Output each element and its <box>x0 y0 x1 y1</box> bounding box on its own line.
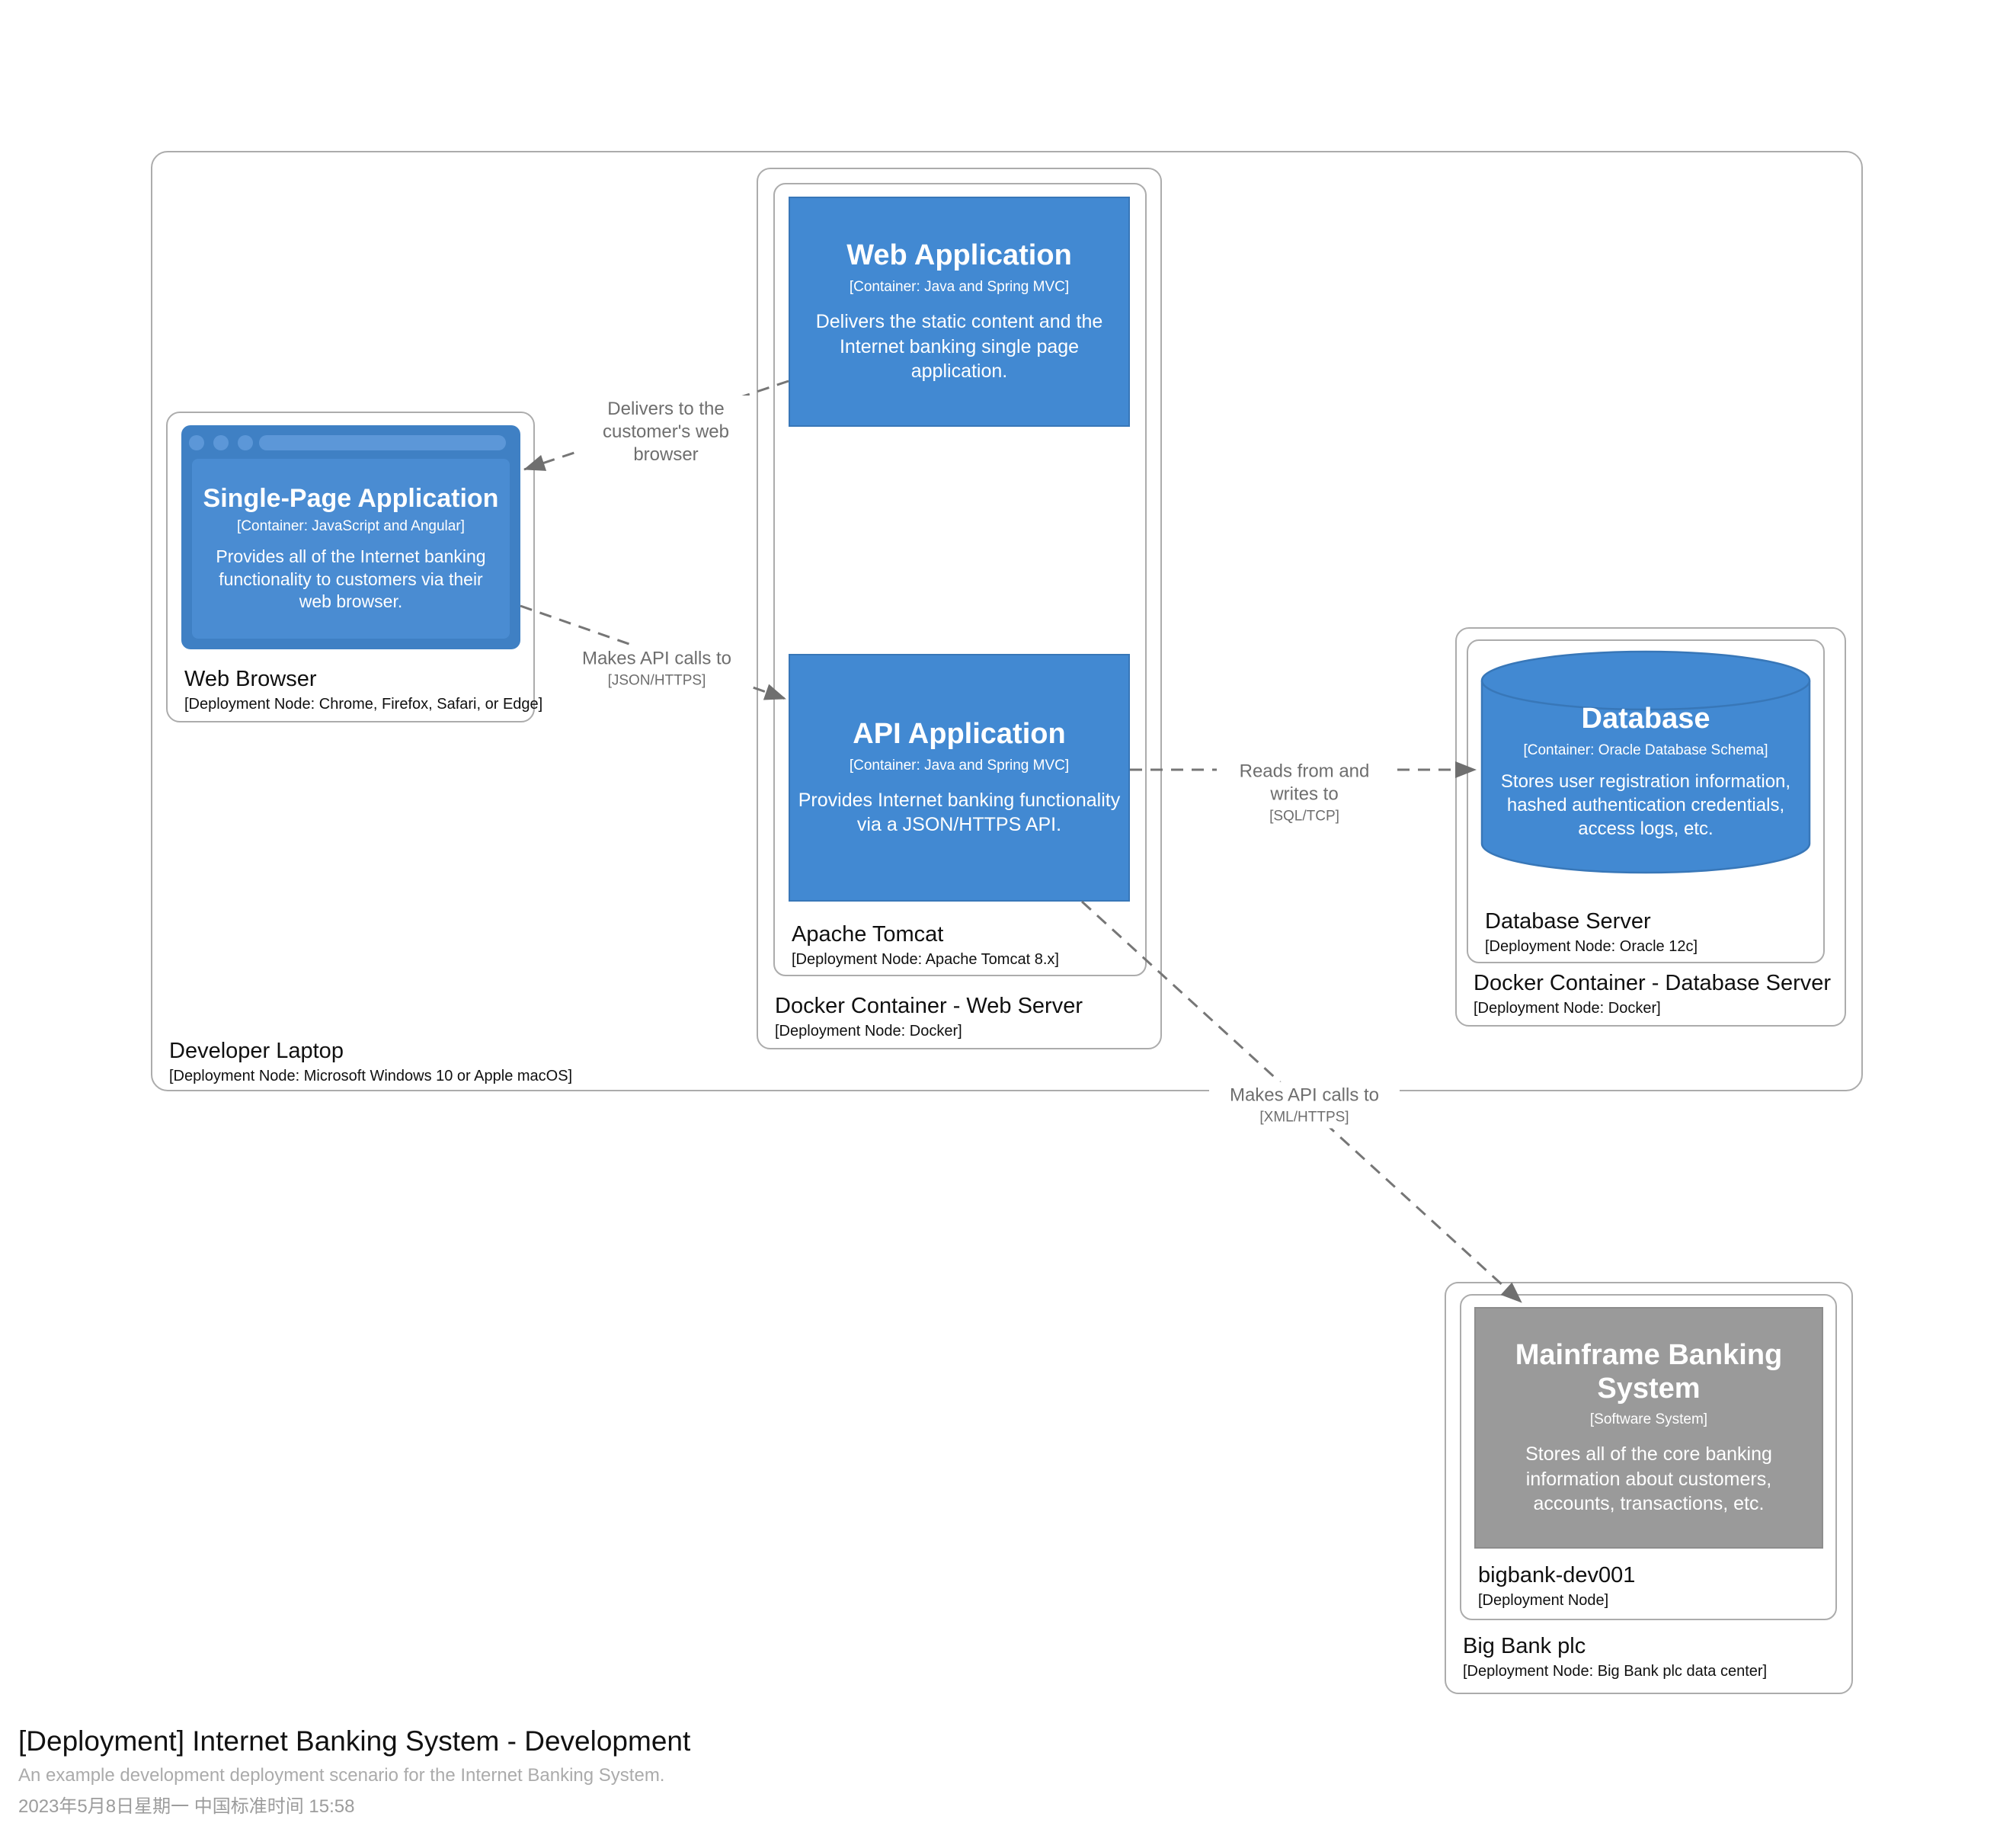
node-apache-tomcat: Apache Tomcat [Deployment Node: Apache T… <box>773 183 1147 976</box>
element-meta: [Container: Oracle Database Schema] <box>1523 742 1768 758</box>
node-label-docker-web: Docker Container - Web Server [Deploymen… <box>775 994 1083 1040</box>
element-description: Provides Internet banking functionality … <box>798 789 1121 836</box>
page-title: [Deployment] Internet Banking System - D… <box>18 1725 691 1757</box>
node-name: bigbank-dev001 <box>1478 1563 1636 1587</box>
node-name: Developer Laptop <box>169 1039 344 1063</box>
element-meta: [Container: Java and Spring MVC] <box>849 757 1070 774</box>
element-description: Provides all of the Internet banking fun… <box>216 546 486 612</box>
node-label-db-server: Database Server [Deployment Node: Oracle… <box>1485 909 1698 956</box>
node-bigbank-dev001: bigbank-dev001 [Deployment Node] <box>1460 1294 1837 1620</box>
element-name: Web Application <box>846 239 1072 272</box>
element-mainframe-banking-system: Mainframe Banking System [Software Syste… <box>1474 1307 1823 1549</box>
node-developer-laptop: Developer Laptop [Deployment Node: Micro… <box>151 151 1863 1091</box>
element-api-application: API Application [Container: Java and Spr… <box>789 654 1130 902</box>
element-description: Delivers the static content and the Inte… <box>815 311 1103 383</box>
relationship-protocol: [SQL/TCP] <box>1269 808 1339 825</box>
element-meta: [Software System] <box>1589 1411 1708 1428</box>
node-label-big-bank: Big Bank plc [Deployment Node: Big Bank … <box>1463 1634 1767 1680</box>
node-big-bank-plc: Big Bank plc [Deployment Node: Big Bank … <box>1445 1282 1853 1694</box>
node-meta: [Deployment Node: Apache Tomcat 8.x] <box>792 951 1059 968</box>
element-meta: [Container: JavaScript and Angular] <box>237 517 465 534</box>
node-meta: [Deployment Node: Microsoft Windows 10 o… <box>169 1068 573 1084</box>
element-name: Mainframe Banking System <box>1515 1339 1783 1405</box>
relationship-text: Delivers to the customer's web browser <box>603 399 729 465</box>
node-meta: [Deployment Node] <box>1478 1592 1609 1609</box>
relationship-label-delivers-to-browser: Delivers to the customer's web browser <box>578 396 754 469</box>
node-name: Docker Container - Database Server <box>1474 971 1832 995</box>
relationship-protocol: [XML/HTTPS] <box>1259 1109 1349 1126</box>
node-label-web-browser: Web Browser [Deployment Node: Chrome, Fi… <box>184 667 542 713</box>
page-subtitle: An example development deployment scenar… <box>18 1765 665 1786</box>
relationship-text: Makes API calls to <box>581 648 732 669</box>
node-meta: [Deployment Node: Docker] <box>775 1023 962 1040</box>
relationship-label-api-calls-xml: Makes API calls to [XML/HTTPS] <box>1209 1081 1400 1129</box>
node-label-developer-laptop: Developer Laptop [Deployment Node: Micro… <box>169 1039 572 1085</box>
element-meta: [Container: Java and Spring MVC] <box>849 279 1070 296</box>
relationship-label-api-calls-json: Makes API calls to [JSON/HTTPS] <box>565 645 748 692</box>
page-timestamp: 2023年5月8日星期一 中国标准时间 15:58 <box>18 1796 355 1817</box>
node-name: Database Server <box>1485 909 1651 934</box>
node-label-apache-tomcat: Apache Tomcat [Deployment Node: Apache T… <box>792 922 1059 969</box>
relationship-protocol: [JSON/HTTPS] <box>607 672 706 689</box>
element-name: Single-Page Application <box>203 483 499 513</box>
node-name: Apache Tomcat <box>792 922 944 947</box>
node-meta: [Deployment Node: Docker] <box>1474 1000 1661 1017</box>
browser-dot-icon <box>189 435 204 450</box>
node-name: Docker Container - Web Server <box>775 994 1083 1018</box>
element-description: Stores all of the core banking informati… <box>1525 1443 1772 1515</box>
relationship-text: Reads from and writes to <box>1239 761 1370 805</box>
browser-dot-icon <box>238 435 253 450</box>
element-name: API Application <box>853 718 1066 751</box>
relationship-label-reads-writes: Reads from and writes to [SQL/TCP] <box>1217 758 1392 828</box>
element-name: Database <box>1581 703 1710 735</box>
node-name: Big Bank plc <box>1463 1634 1586 1658</box>
node-web-browser: Web Browser [Deployment Node: Chrome, Fi… <box>166 412 542 722</box>
element-description: Stores user registration information, ha… <box>1500 770 1791 840</box>
browser-dot-icon <box>213 435 229 450</box>
element-database: Database [Container: Oracle Database Sch… <box>1486 703 1806 841</box>
element-web-application: Web Application [Container: Java and Spr… <box>789 197 1130 427</box>
node-label-docker-db: Docker Container - Database Server [Depl… <box>1474 971 1831 1017</box>
node-label-bigbank-dev: bigbank-dev001 [Deployment Node] <box>1478 1563 1635 1610</box>
node-meta: [Deployment Node: Oracle 12c] <box>1485 938 1698 955</box>
relationship-text: Makes API calls to <box>1229 1084 1380 1106</box>
node-meta: [Deployment Node: Big Bank plc data cent… <box>1463 1663 1768 1680</box>
element-single-page-application: Single-Page Application [Container: Java… <box>192 459 510 639</box>
browser-url-bar <box>259 435 506 450</box>
node-name: Web Browser <box>184 667 317 691</box>
node-meta: [Deployment Node: Chrome, Firefox, Safar… <box>184 696 543 713</box>
